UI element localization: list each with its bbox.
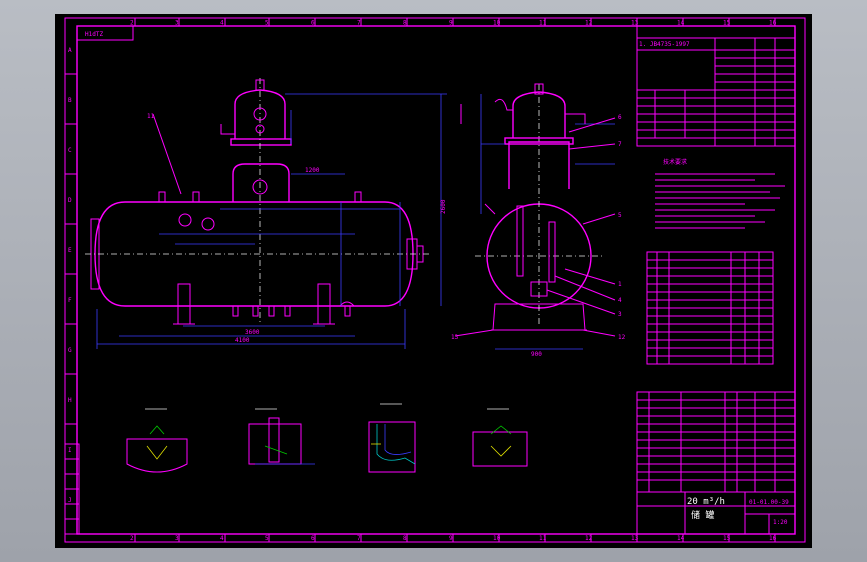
dim-label: 900	[531, 351, 542, 358]
outer-frame	[64, 17, 806, 543]
zone-num: 6	[311, 20, 315, 27]
zone-letter: F	[68, 297, 72, 304]
zone-num: 7	[357, 535, 361, 542]
zone-num: 11	[539, 535, 547, 542]
drawing-canvas[interactable]: 2 3 4 5 6 7 8 9 10 11 12 13 14 15 16 2 3…	[55, 14, 812, 548]
zone-num: 6	[311, 535, 315, 542]
detail-c	[368, 403, 416, 473]
title-line1: 20 m³/h	[687, 497, 725, 507]
code-box	[76, 25, 134, 41]
callout: 12	[618, 334, 626, 341]
callout: 3	[618, 311, 622, 318]
zone-num: 5	[265, 535, 269, 542]
zone-num: 3	[175, 20, 179, 27]
zone-num: 12	[585, 535, 593, 542]
callout: 13	[451, 334, 459, 341]
vessel-side-view: 900 6 7 5 1 4 3 12	[451, 83, 626, 358]
zone-num: 8	[403, 20, 407, 27]
zone-num: 15	[723, 535, 731, 542]
dim-label: 2600	[440, 199, 447, 214]
zone-num: 15	[723, 20, 731, 27]
detail-d	[472, 408, 528, 467]
drawing-number: 01-01.00-39	[749, 499, 789, 506]
zone-num: 16	[769, 20, 777, 27]
zone-num: 5	[265, 20, 269, 27]
zone-num: 16	[769, 535, 777, 542]
dim-label: 3600	[245, 329, 260, 336]
zone-num: 9	[449, 20, 453, 27]
zone-letter: C	[68, 147, 72, 154]
detail-a	[126, 408, 188, 473]
zone-num: 11	[539, 20, 547, 27]
zone-num: 7	[357, 20, 361, 27]
callout: 4	[618, 297, 622, 304]
code-box-text: H1dTZ	[85, 31, 103, 38]
zone-letters-side: A B C D E F G H I J	[68, 47, 72, 504]
zone-num: 10	[493, 535, 501, 542]
zone-num: 2	[130, 20, 134, 27]
zone-letter: J	[68, 497, 72, 504]
zone-num: 14	[677, 535, 685, 542]
zone-letter: I	[68, 447, 72, 454]
zone-num: 3	[175, 535, 179, 542]
detail-views	[126, 403, 528, 473]
zone-num: 10	[493, 20, 501, 27]
title-line2: 储 罐	[691, 509, 714, 521]
inner-frame	[76, 25, 796, 535]
notes-title: 技术要求	[663, 158, 687, 166]
zone-num: 13	[631, 20, 639, 27]
zone-letter: E	[68, 247, 72, 254]
title-block	[636, 491, 796, 535]
vessel-front-view: 4100 3600 1200 2600 11	[85, 78, 447, 349]
std-ref: 1. JB4735-1997	[639, 41, 690, 48]
zone-num: 9	[449, 535, 453, 542]
detail-b	[248, 408, 315, 465]
zone-num: 2	[130, 535, 134, 542]
zone-num: 13	[631, 535, 639, 542]
zone-num: 14	[677, 20, 685, 27]
zone-letter: H	[68, 397, 72, 404]
technical-notes: 技术要求	[655, 158, 785, 229]
zone-num: 4	[220, 20, 224, 27]
callout: 11	[147, 113, 155, 120]
callout: 7	[618, 141, 622, 148]
dim-label: 1200	[305, 167, 320, 174]
zone-numbers-top: 2 3 4 5 6 7 8 9 10 11 12 13 14 15 16	[130, 20, 777, 27]
zone-letter: D	[68, 197, 72, 204]
left-revision-strip	[64, 443, 80, 535]
zone-letter: G	[68, 347, 72, 354]
scale: 1:20	[773, 519, 788, 526]
callout: 6	[618, 114, 622, 121]
parts-list	[636, 391, 796, 493]
design-data-table	[636, 25, 796, 147]
nozzle-table	[646, 251, 774, 365]
dim-label: 4100	[235, 337, 250, 344]
zone-num: 8	[403, 535, 407, 542]
zone-num: 12	[585, 20, 593, 27]
zone-letter: B	[68, 97, 72, 104]
engineering-drawing: 2 3 4 5 6 7 8 9 10 11 12 13 14 15 16 2 3…	[64, 17, 806, 543]
zone-numbers-bottom: 2 3 4 5 6 7 8 9 10 11 12 13 14 15 16	[130, 535, 777, 542]
zone-letter: A	[68, 47, 72, 54]
callout: 5	[618, 212, 622, 219]
callout: 1	[618, 281, 622, 288]
zone-num: 4	[220, 535, 224, 542]
